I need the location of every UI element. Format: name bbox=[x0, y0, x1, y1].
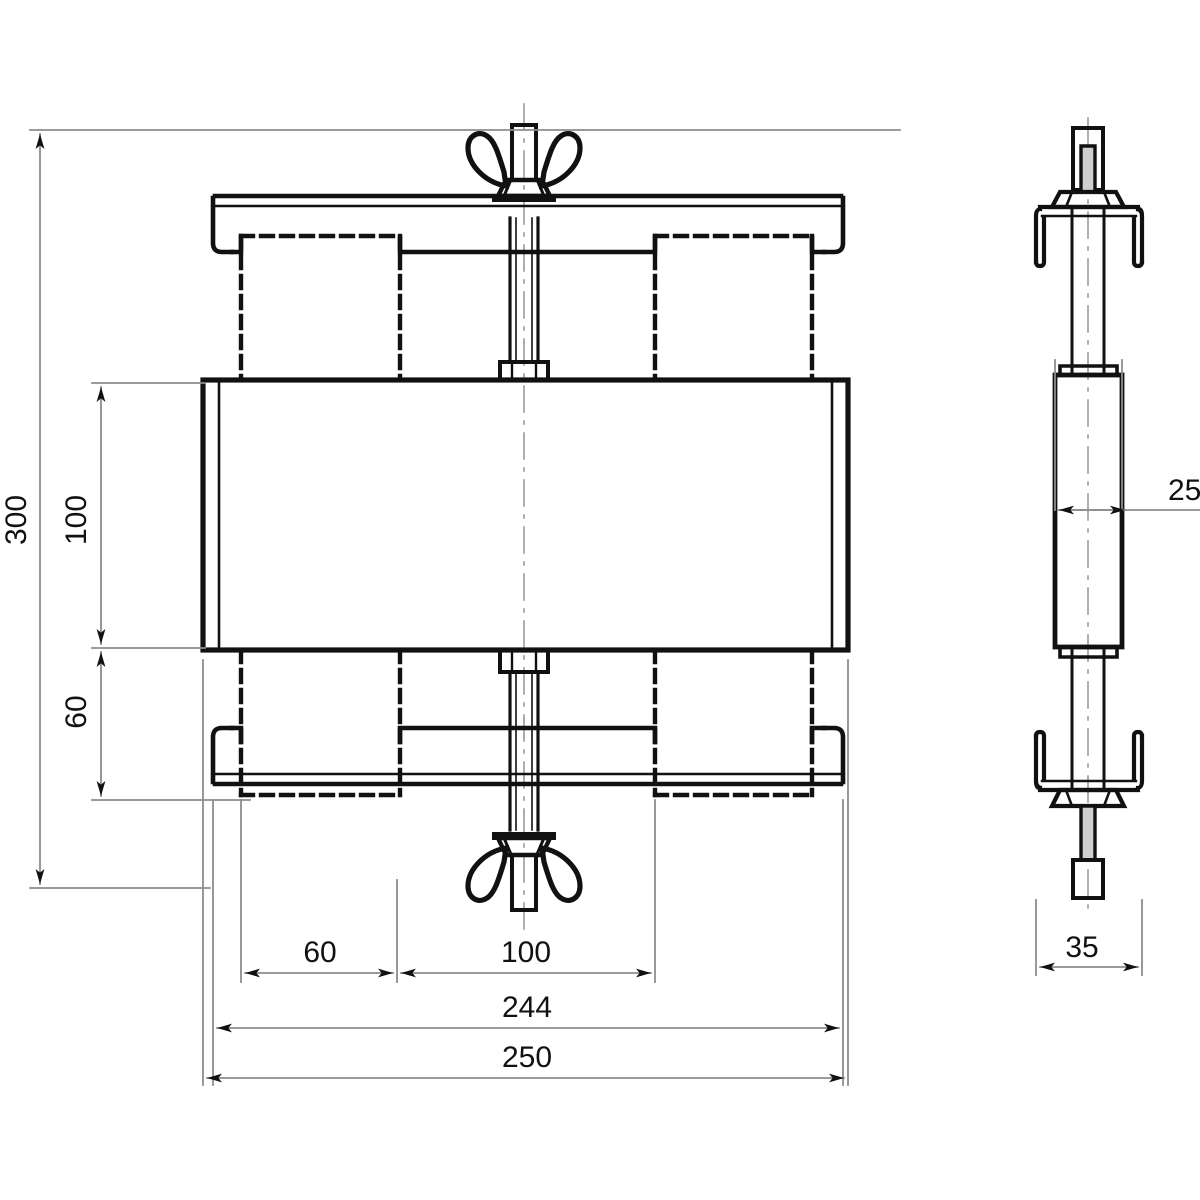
side-bottom-clamp-bar bbox=[1033, 729, 1145, 793]
bottom-wing-nut bbox=[465, 832, 583, 912]
top-clamp-bar bbox=[210, 193, 846, 255]
dim-text-35: 35 bbox=[1065, 931, 1098, 964]
side-view bbox=[1033, 117, 1145, 911]
dim-text-300: 300 bbox=[0, 495, 33, 545]
hidden-blocks bbox=[238, 233, 815, 798]
dim-text-60-vertical: 60 bbox=[60, 695, 93, 728]
dim-text-100-horizontal: 100 bbox=[501, 936, 551, 969]
dim-text-244: 244 bbox=[502, 991, 552, 1024]
bottom-clamp-bar bbox=[210, 725, 846, 787]
dim-text-60-horizontal: 60 bbox=[303, 936, 336, 969]
lower-threaded-rod bbox=[508, 670, 540, 832]
lower-hex-nut bbox=[498, 648, 550, 674]
dimension-text-layer: 300 100 60 60 100 244 250 25 35 bbox=[0, 474, 1200, 1074]
front-view bbox=[200, 103, 851, 931]
dim-text-25: 25 bbox=[1168, 474, 1200, 507]
dimension-layer bbox=[29, 129, 1200, 1086]
side-top-clamp-bar bbox=[1033, 204, 1145, 269]
upper-hex-nut bbox=[498, 360, 550, 382]
side-rod bbox=[1070, 205, 1106, 792]
dim-text-100-vertical: 100 bbox=[60, 495, 93, 545]
dim-text-250: 250 bbox=[502, 1041, 552, 1074]
side-bottom-wing-nut bbox=[1048, 787, 1128, 900]
upper-threaded-rod bbox=[508, 216, 540, 364]
main-body bbox=[200, 377, 851, 653]
top-wing-nut bbox=[465, 123, 583, 202]
